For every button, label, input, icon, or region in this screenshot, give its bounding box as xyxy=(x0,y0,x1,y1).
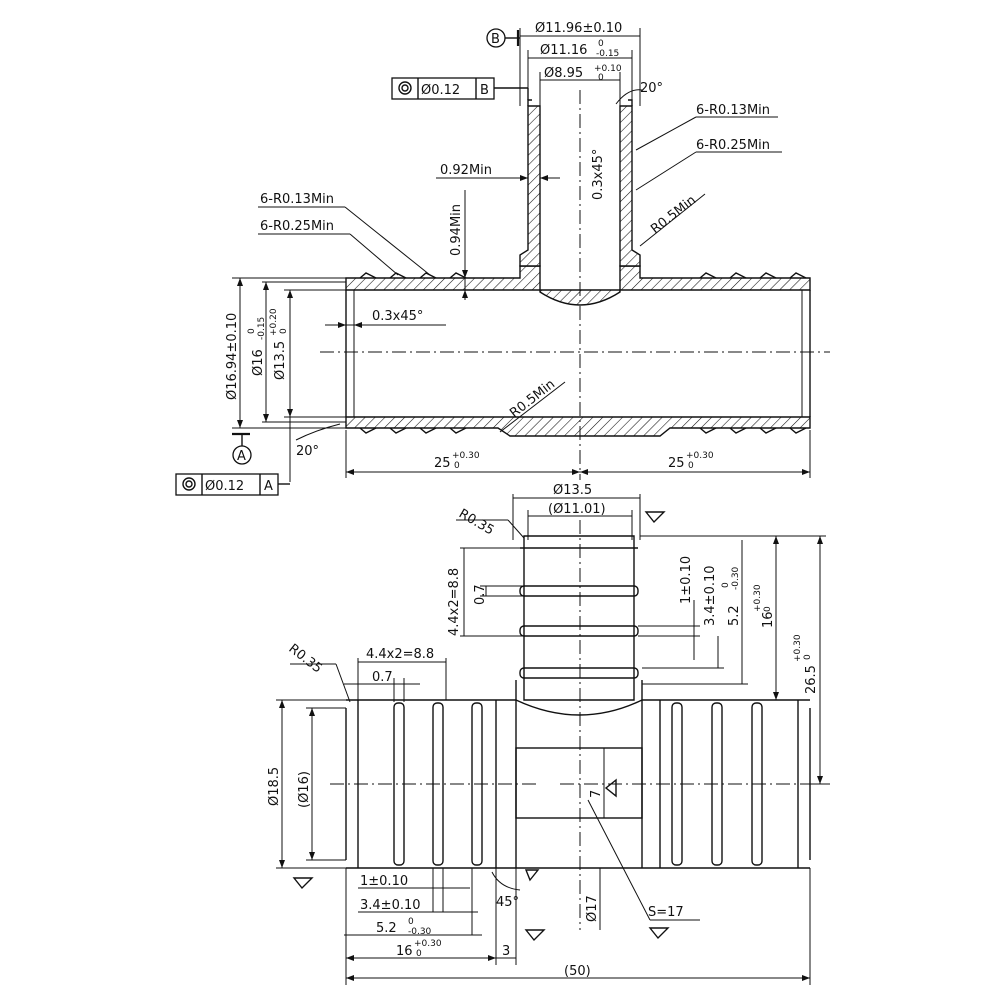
dim-265: 26.5 xyxy=(804,665,819,694)
dim-run-mid-tol-low: -0.15 xyxy=(257,317,267,340)
dim-52-v: 5.2 xyxy=(727,605,742,626)
fcf-bottom-datum: A xyxy=(264,479,273,494)
dim-angle-bottom: 20° xyxy=(296,444,319,459)
dim-len-right-tol-up: +0.30 xyxy=(686,451,714,461)
dim-52-h-tol-low: -0.30 xyxy=(408,927,432,937)
dim-barb-pitch-v: 4.4x2=8.8 xyxy=(447,568,462,636)
dim-wall-min: 0.92Min xyxy=(440,163,492,178)
dim-16-v-tol-up: +0.30 xyxy=(753,584,763,612)
callout-radius-013-right: 6-R0.13Min xyxy=(696,103,770,118)
dim-265-tol-low: 0 xyxy=(803,654,813,660)
front-view: Ø13.5 (Ø11.01) R0.35 4.4x2=8.8 0.7 1±0.1… xyxy=(267,483,830,985)
dim-1-h: 1±0.10 xyxy=(360,874,408,889)
dim-52-h: 5.2 xyxy=(376,921,397,936)
concentricity-icon xyxy=(182,477,196,491)
dim-16-h-tol-up: +0.30 xyxy=(414,939,442,949)
dim-branch-mid-tol-low: -0.15 xyxy=(596,49,619,59)
dim-branch-outer: Ø11.96±0.10 xyxy=(535,21,622,36)
fcf-top: Ø0.12 B xyxy=(391,77,529,100)
dim-chamfer-branch: 0.3x45° xyxy=(591,149,606,200)
dim-barb-pitch-h: 4.4x2=8.8 xyxy=(366,647,434,662)
dim-34-h: 3.4±0.10 xyxy=(360,898,421,913)
dim-flat-7: 7 xyxy=(589,790,604,798)
dim-run-bore-tol-low: 0 xyxy=(279,328,289,334)
dim-len-right-tol-low: 0 xyxy=(688,461,694,471)
dim-body-17: Ø17 xyxy=(585,895,600,922)
dim-16-v: 16 xyxy=(761,611,776,628)
dim-265-tol-up: +0.30 xyxy=(793,634,803,662)
datum-a-letter: A xyxy=(237,449,246,464)
branch-wall-left xyxy=(519,105,541,267)
dim-chamfer-run: 0.3x45° xyxy=(372,309,423,324)
dim-branch-bore-tol-up: +0.10 xyxy=(594,64,622,74)
dim-branch-bore-tol-low: 0 xyxy=(598,73,604,83)
dim-left-inner: (Ø16) xyxy=(297,771,312,808)
dim-run-bore: Ø13.5 xyxy=(273,341,288,380)
branch-wall-right xyxy=(619,105,641,267)
dim-branch-bore: Ø8.95 xyxy=(544,66,583,81)
dim-run-bore-tol-up: +0.20 xyxy=(269,308,279,336)
run-wall-top xyxy=(345,265,811,306)
dim-branch-mid: Ø11.16 xyxy=(540,43,587,58)
dim-top-outer: Ø13.5 xyxy=(553,483,592,498)
callout-fillet-top: R0.5Min xyxy=(648,193,699,237)
dim-branch-mid-tol-up: 0 xyxy=(598,39,604,49)
callout-r035-top: R0.35 xyxy=(456,506,496,538)
dim-16-h-tol-low: 0 xyxy=(416,949,422,959)
dim-34-v: 3.4±0.10 xyxy=(703,565,718,626)
fcf-top-datum: B xyxy=(480,83,489,98)
datum-b-letter: B xyxy=(491,32,500,47)
dim-len-right: 25 xyxy=(668,456,685,471)
dim-52-v-tol-up: 0 xyxy=(721,582,731,588)
dim-run-mid: Ø16 xyxy=(251,349,266,376)
fcf-top-tolerance: Ø0.12 xyxy=(421,83,460,98)
section-view: Ø11.96±0.10 Ø11.16 0 -0.15 Ø8.95 +0.10 0… xyxy=(175,21,830,496)
dim-50: (50) xyxy=(564,964,591,979)
fcf-bottom-tolerance: Ø0.12 xyxy=(205,479,244,494)
dim-1-v: 1±0.10 xyxy=(679,556,694,604)
dim-52-v-tol-low: -0.30 xyxy=(731,566,741,590)
dim-16-v-tol-low: 0 xyxy=(763,606,773,612)
dim-16-h: 16 xyxy=(396,944,413,959)
run-wall-bottom xyxy=(345,416,811,437)
dim-angle-top: 20° xyxy=(640,81,663,96)
dim-top-inner: (Ø11.01) xyxy=(548,502,606,517)
dim-barb-w-v: 0.7 xyxy=(473,584,488,605)
dim-barb-w-h: 0.7 xyxy=(372,670,393,685)
dim-len-left-tol-low: 0 xyxy=(454,461,460,471)
callout-fillet-bottom: R0.5Min xyxy=(507,377,558,421)
dim-wrench: S=17 xyxy=(648,905,684,920)
dim-len-left-tol-up: +0.30 xyxy=(452,451,480,461)
dim-run-outer: Ø16.94±0.10 xyxy=(225,313,240,400)
dim-wall-min-vertical: 0.94Min xyxy=(449,204,464,256)
callout-radius-013-left: 6-R0.13Min xyxy=(260,192,334,207)
datum-a-marker xyxy=(232,445,252,465)
dim-52-h-tol-up: 0 xyxy=(408,917,414,927)
fcf-bottom: Ø0.12 A xyxy=(175,473,290,496)
callout-r035-left: R0.35 xyxy=(286,641,325,676)
dim-left-outer: Ø18.5 xyxy=(267,767,282,806)
dim-3: 3 xyxy=(502,944,510,959)
dim-run-mid-tol-up: 0 xyxy=(247,328,257,334)
callout-radius-025-right: 6-R0.25Min xyxy=(696,138,770,153)
dim-angle-45: 45° xyxy=(496,895,519,910)
concentricity-icon xyxy=(398,81,412,95)
dim-len-left: 25 xyxy=(434,456,451,471)
callout-radius-025-left: 6-R0.25Min xyxy=(260,219,334,234)
